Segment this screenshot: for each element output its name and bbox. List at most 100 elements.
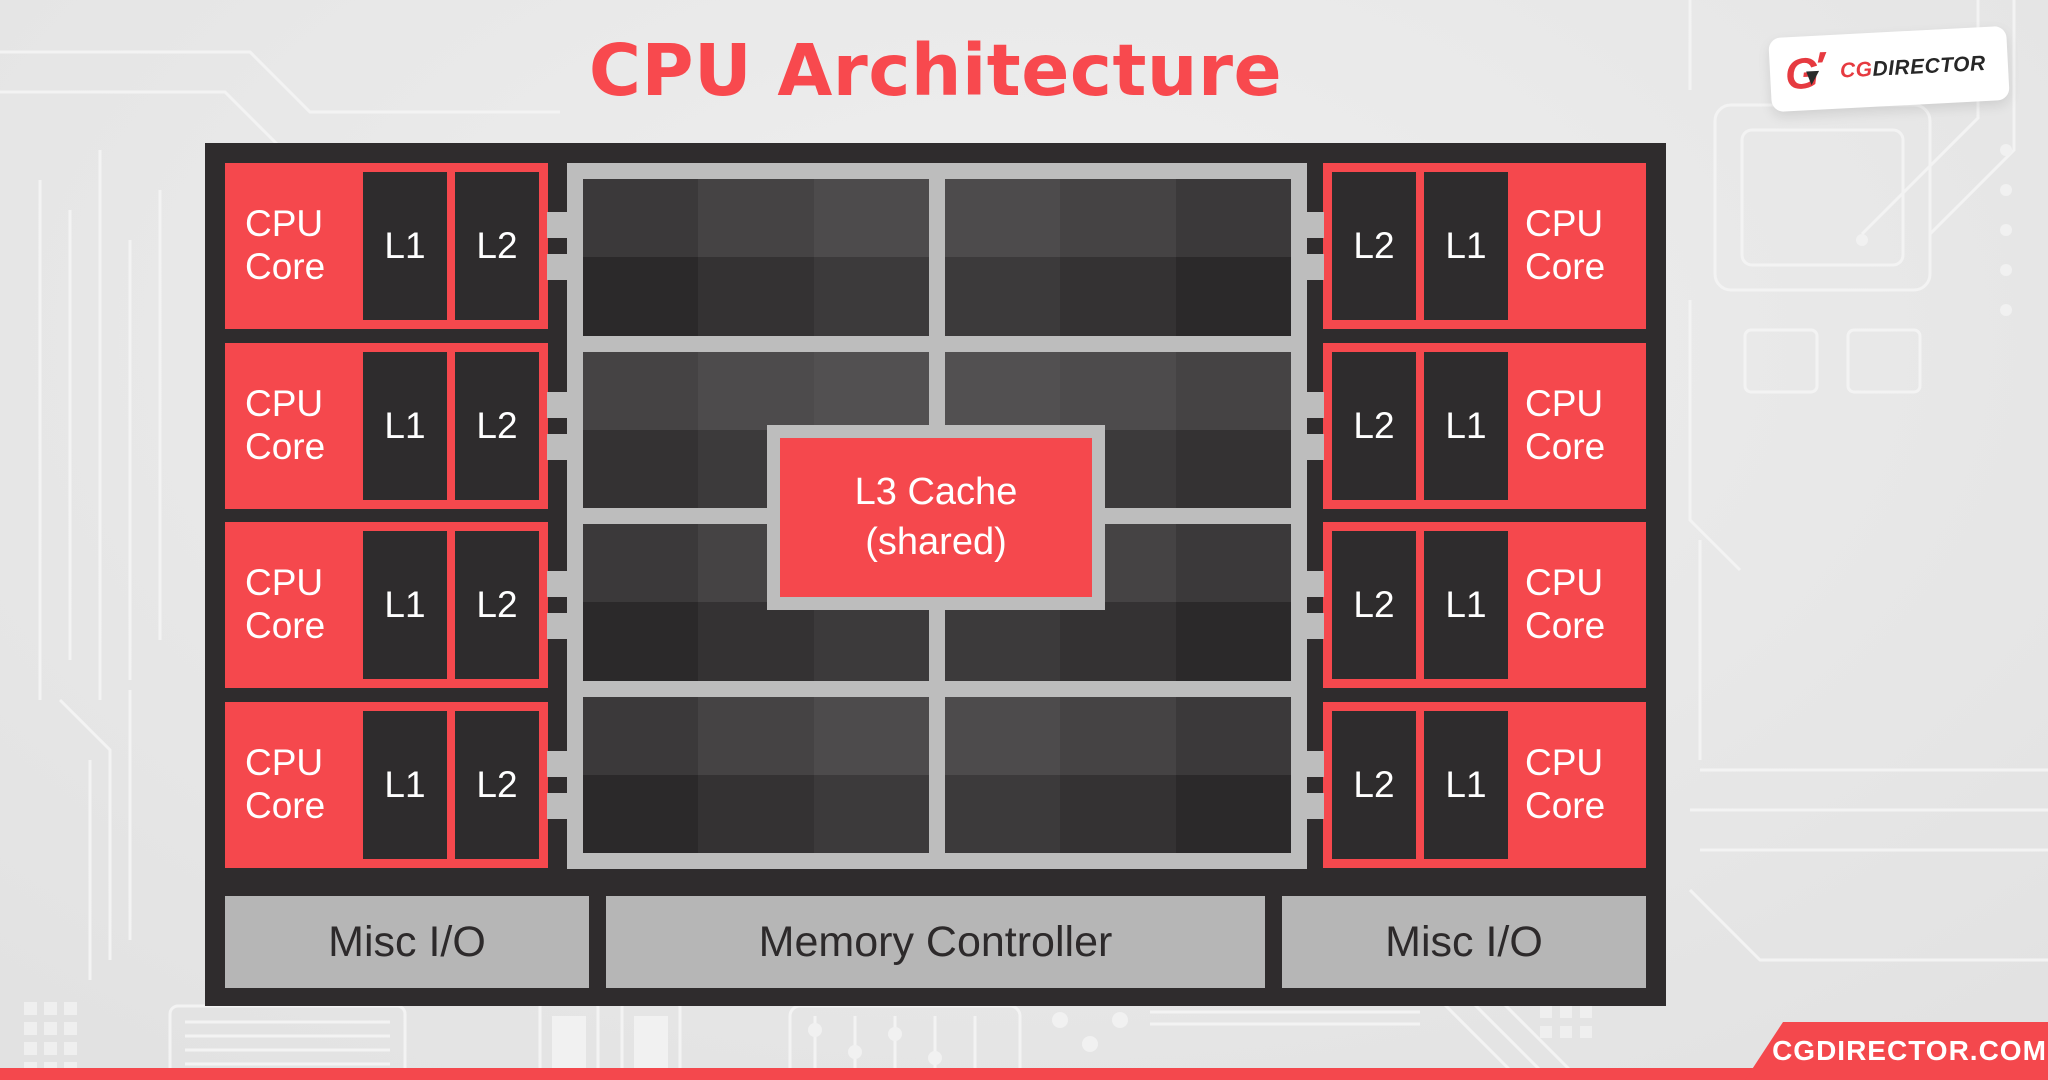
cache-tile <box>945 257 1061 336</box>
cache-tile <box>1175 179 1291 258</box>
cpu-core-left-3: CPU Core L1 L2 <box>225 522 548 688</box>
cache-tile <box>1175 602 1291 681</box>
cache-cell <box>945 696 1291 853</box>
cache-cell <box>945 179 1291 336</box>
cpu-core-left-2: CPU Core L1 L2 <box>225 343 548 509</box>
l3-cache-block: L3 Cache (shared) <box>767 425 1105 610</box>
cache-tile <box>698 351 814 430</box>
logo-director-text: DIRECTOR <box>1871 51 1987 81</box>
cgdirector-logo[interactable]: G CGDIRECTOR <box>1768 25 2010 113</box>
interconnect-tab <box>547 571 567 597</box>
l1-cache-block: L1 <box>363 352 447 500</box>
site-url-badge[interactable]: CGDIRECTOR.COM <box>1745 1022 2048 1080</box>
cache-tile <box>945 696 1061 775</box>
interconnect-tab <box>1307 793 1324 819</box>
interconnect-tab <box>547 793 567 819</box>
interconnect-tab <box>1307 392 1324 418</box>
l2-cache-block: L2 <box>1332 531 1416 679</box>
cpu-core-label: CPU Core <box>1525 203 1606 287</box>
cache-tile <box>583 774 699 853</box>
cache-tile <box>945 179 1061 258</box>
cache-tile <box>698 696 814 775</box>
cpu-core-right-2: L2 L1 CPU Core <box>1323 343 1646 509</box>
cache-tile <box>698 257 814 336</box>
cache-tile <box>698 774 814 853</box>
l2-cache-block: L2 <box>1332 352 1416 500</box>
misc-io-left-block: Misc I/O <box>225 896 589 988</box>
interconnect-tab <box>1307 434 1324 460</box>
cache-tile <box>583 524 699 603</box>
bottom-accent-bar <box>0 1068 2048 1080</box>
cpu-die: CPU Core L1 L2 CPU Core L1 L2 CPU Core L… <box>205 143 1666 1006</box>
cpu-core-left-4: CPU Core L1 L2 <box>225 702 548 868</box>
cache-tile <box>583 696 699 775</box>
cache-cell <box>583 179 929 336</box>
cache-tile <box>1175 351 1291 430</box>
cache-tile <box>813 602 929 681</box>
cache-tile <box>698 602 814 681</box>
cpu-core-label: CPU Core <box>245 383 326 467</box>
cpu-core-label: CPU Core <box>245 562 326 646</box>
cache-tile <box>583 179 699 258</box>
g-icon-apostrophe <box>1817 51 1827 63</box>
l1-cache-block: L1 <box>363 172 447 320</box>
cache-tile <box>1060 351 1176 430</box>
l1-cache-block: L1 <box>363 711 447 859</box>
cpu-core-right-1: L2 L1 CPU Core <box>1323 163 1646 329</box>
cache-cell <box>583 696 929 853</box>
page-title: CPU Architecture <box>588 29 1283 112</box>
interconnect-tab <box>547 613 567 639</box>
memory-controller-block: Memory Controller <box>606 896 1265 988</box>
cache-tile <box>1175 774 1291 853</box>
interconnect-tab <box>547 254 567 280</box>
cpu-core-label: CPU Core <box>245 203 326 287</box>
logo-cg-text: CG <box>1839 57 1874 83</box>
cache-tile <box>813 257 929 336</box>
cache-tile <box>1060 696 1176 775</box>
l1-cache-block: L1 <box>363 531 447 679</box>
cache-tile <box>945 774 1061 853</box>
l2-cache-block: L2 <box>1332 711 1416 859</box>
cache-tile <box>813 351 929 430</box>
site-url-text: CGDIRECTOR.COM <box>1772 1035 2047 1066</box>
cpu-core-right-4: L2 L1 CPU Core <box>1323 702 1646 868</box>
cache-tile <box>1175 429 1291 508</box>
l2-cache-block: L2 <box>455 531 539 679</box>
misc-io-right-block: Misc I/O <box>1282 896 1646 988</box>
cache-tile <box>583 351 699 430</box>
interconnect-tab <box>1307 751 1324 777</box>
cpu-core-label: CPU Core <box>1525 383 1606 467</box>
cache-tile <box>1060 602 1176 681</box>
l1-cache-block: L1 <box>1424 172 1508 320</box>
cache-tile <box>583 429 699 508</box>
interconnect-tab <box>1307 613 1324 639</box>
interconnect-tab <box>1307 254 1324 280</box>
cpu-core-left-1: CPU Core L1 L2 <box>225 163 548 329</box>
l2-cache-block: L2 <box>455 352 539 500</box>
logo-wordmark: CGDIRECTOR <box>1839 52 1986 84</box>
interconnect-tab <box>1307 571 1324 597</box>
cpu-core-label: CPU Core <box>1525 742 1606 826</box>
cache-tile <box>583 257 699 336</box>
cache-tile <box>945 602 1061 681</box>
cpu-core-label: CPU Core <box>245 742 326 826</box>
cache-tile <box>1175 696 1291 775</box>
cache-tile <box>1060 257 1176 336</box>
l3-cache-line1: L3 Cache <box>854 471 1018 514</box>
cache-tile <box>1060 774 1176 853</box>
interconnect-tab <box>547 751 567 777</box>
cache-tile <box>813 179 929 258</box>
cache-tile <box>813 774 929 853</box>
l1-cache-block: L1 <box>1424 352 1508 500</box>
l2-cache-block: L2 <box>455 711 539 859</box>
cache-tile <box>698 179 814 258</box>
l2-cache-block: L2 <box>455 172 539 320</box>
l2-cache-block: L2 <box>1332 172 1416 320</box>
interconnect-tab <box>547 212 567 238</box>
cpu-core-label: CPU Core <box>1525 562 1606 646</box>
cache-tile <box>1060 179 1176 258</box>
cache-tile <box>1175 524 1291 603</box>
l1-cache-block: L1 <box>1424 531 1508 679</box>
cgdirector-g-icon: G <box>1784 49 1827 98</box>
